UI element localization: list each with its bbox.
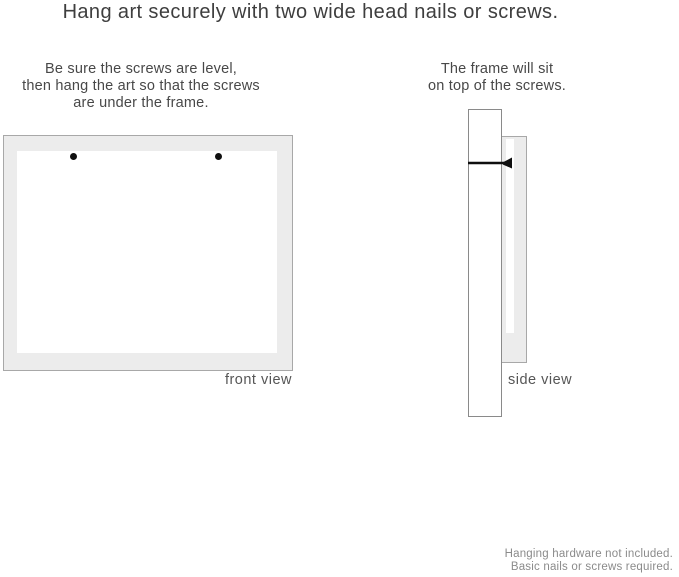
nail-head-dot-right <box>215 153 222 160</box>
side-view-label: side view <box>508 372 573 388</box>
front-view-label: front view <box>224 372 292 388</box>
side-view-instructions: The frame will sit on top of the screws. <box>388 61 606 95</box>
instruction-line: The frame will sit <box>440 61 554 77</box>
footnote-line: Hanging hardware not included. <box>504 548 673 560</box>
artwork-side-strip <box>506 139 514 333</box>
nail-icon <box>468 157 512 169</box>
instruction-line: then hang the art so that the screws <box>22 78 260 94</box>
artwork-area <box>17 151 277 353</box>
wall-side-view <box>468 109 502 417</box>
instruction-line: on top of the screws. <box>428 78 566 94</box>
instruction-line: are under the frame. <box>73 95 209 111</box>
page-title: Hang art securely with two wide head nai… <box>62 1 559 23</box>
nail-head-dot-left <box>70 153 77 160</box>
frame-front-view <box>3 135 293 371</box>
footnote-line: Basic nails or screws required. <box>510 560 673 573</box>
footnote: Hanging hardware not included. Basic nai… <box>505 548 673 573</box>
front-view-instructions: Be sure the screws are level, then hang … <box>2 61 280 112</box>
instruction-line: Be sure the screws are level, <box>45 61 237 77</box>
